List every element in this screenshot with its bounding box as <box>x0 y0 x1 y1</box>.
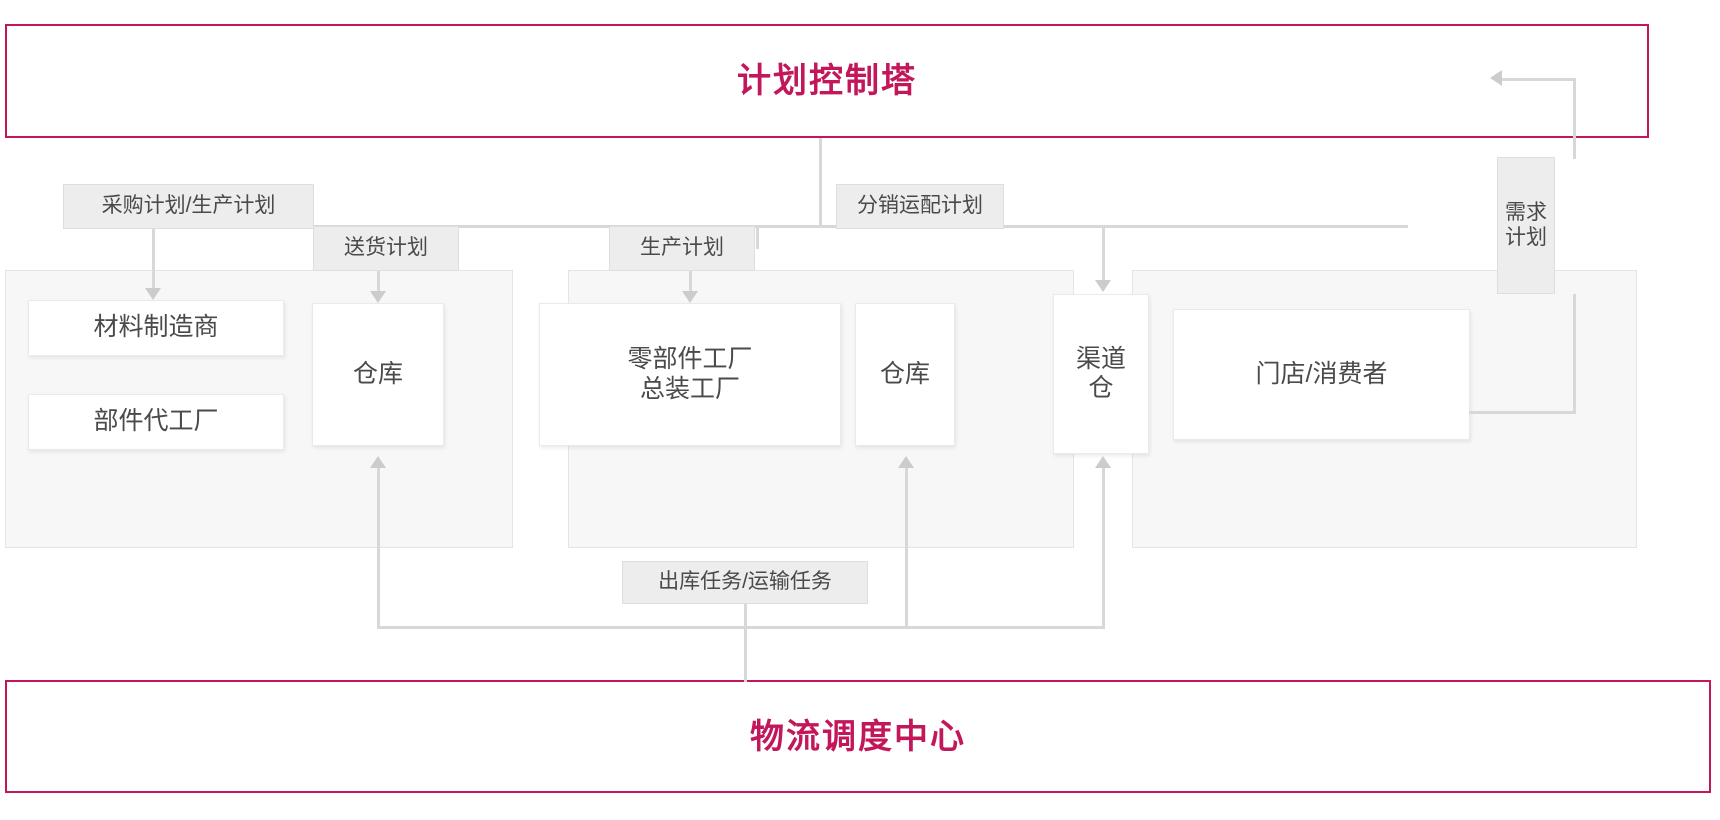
node-warehouse-supply[interactable]: 仓库 <box>312 303 444 446</box>
node-material-manufacturer[interactable]: 材料制造商 <box>28 300 284 356</box>
connector-demand-to-tower-h <box>1501 78 1575 81</box>
node-component-assembly-factory-label: 零部件工厂 总装工厂 <box>627 345 753 403</box>
node-component-assembly-factory[interactable]: 零部件工厂 总装工厂 <box>539 303 841 446</box>
arrow-production-to-factory <box>682 291 698 303</box>
node-material-manufacturer-label: 材料制造商 <box>93 313 219 342</box>
connector-store-to-demand <box>1469 411 1576 414</box>
arrow-task-to-warehouse1 <box>370 456 386 468</box>
connector-bus-to-production-pill <box>756 225 759 249</box>
node-store-consumer[interactable]: 门店/消费者 <box>1173 309 1470 440</box>
node-parts-oem-factory[interactable]: 部件代工厂 <box>28 394 284 450</box>
connector-task-riser-warehouse1 <box>377 466 380 628</box>
node-channel-warehouse[interactable]: 渠道 仓 <box>1053 294 1149 454</box>
arrow-task-to-warehouse2 <box>898 456 914 468</box>
planning-control-tower-label: 计划控制塔 <box>737 62 917 100</box>
outbound-transport-task-label: 出库任务/运输任务 <box>658 570 832 594</box>
node-warehouse-supply-label: 仓库 <box>352 359 403 388</box>
node-warehouse-manufacture[interactable]: 仓库 <box>855 303 955 446</box>
arrow-purchase-to-material <box>145 288 161 300</box>
arrow-delivery-to-warehouse1 <box>370 291 386 303</box>
arrow-task-to-channel-warehouse <box>1095 456 1111 468</box>
demand-plan-pill[interactable]: 需求 计划 <box>1497 157 1555 294</box>
connector-distribution-to-channel <box>1102 225 1105 282</box>
distribution-transport-plan-pill[interactable]: 分销运配计划 <box>836 184 1004 229</box>
connector-delivery-to-warehouse1 <box>377 271 380 293</box>
arrow-demand-to-tower <box>1490 70 1502 86</box>
production-plan-label: 生产计划 <box>640 236 724 260</box>
planning-control-tower-banner: 计划控制塔 <box>5 24 1649 138</box>
outbound-transport-task-pill[interactable]: 出库任务/运输任务 <box>622 561 868 604</box>
connector-distribution-right <box>1004 225 1105 228</box>
node-channel-warehouse-label: 渠道 仓 <box>1075 344 1126 403</box>
logistics-dispatch-center-label: 物流调度中心 <box>750 717 966 756</box>
connector-production-to-factory <box>689 271 692 293</box>
node-store-consumer-label: 门店/消费者 <box>1255 359 1388 388</box>
distribution-transport-plan-label: 分销运配计划 <box>857 194 983 218</box>
demand-plan-label: 需求 计划 <box>1505 201 1547 249</box>
logistics-dispatch-center-banner: 物流调度中心 <box>5 680 1711 793</box>
production-plan-pill[interactable]: 生产计划 <box>609 226 755 271</box>
node-warehouse-manufacture-label: 仓库 <box>879 359 930 388</box>
connector-tower-to-bus <box>819 138 822 228</box>
connector-demand-riser <box>1573 294 1576 413</box>
arrow-distribution-to-channel <box>1095 280 1111 292</box>
connector-task-riser-channel <box>1102 466 1105 628</box>
delivery-plan-pill[interactable]: 送货计划 <box>313 226 459 271</box>
connector-task-riser-warehouse2 <box>905 466 908 628</box>
purchase-production-plan-pill[interactable]: 采购计划/生产计划 <box>63 184 314 229</box>
node-parts-oem-factory-label: 部件代工厂 <box>93 407 219 436</box>
connector-outbound-pill-to-dispatch <box>744 604 747 682</box>
delivery-plan-label: 送货计划 <box>344 236 428 260</box>
purchase-production-plan-label: 采购计划/生产计划 <box>101 194 276 218</box>
connector-task-bus <box>377 626 1105 629</box>
connector-purchase-to-material <box>152 229 155 290</box>
connector-demand-to-tower-riser <box>1573 78 1576 159</box>
